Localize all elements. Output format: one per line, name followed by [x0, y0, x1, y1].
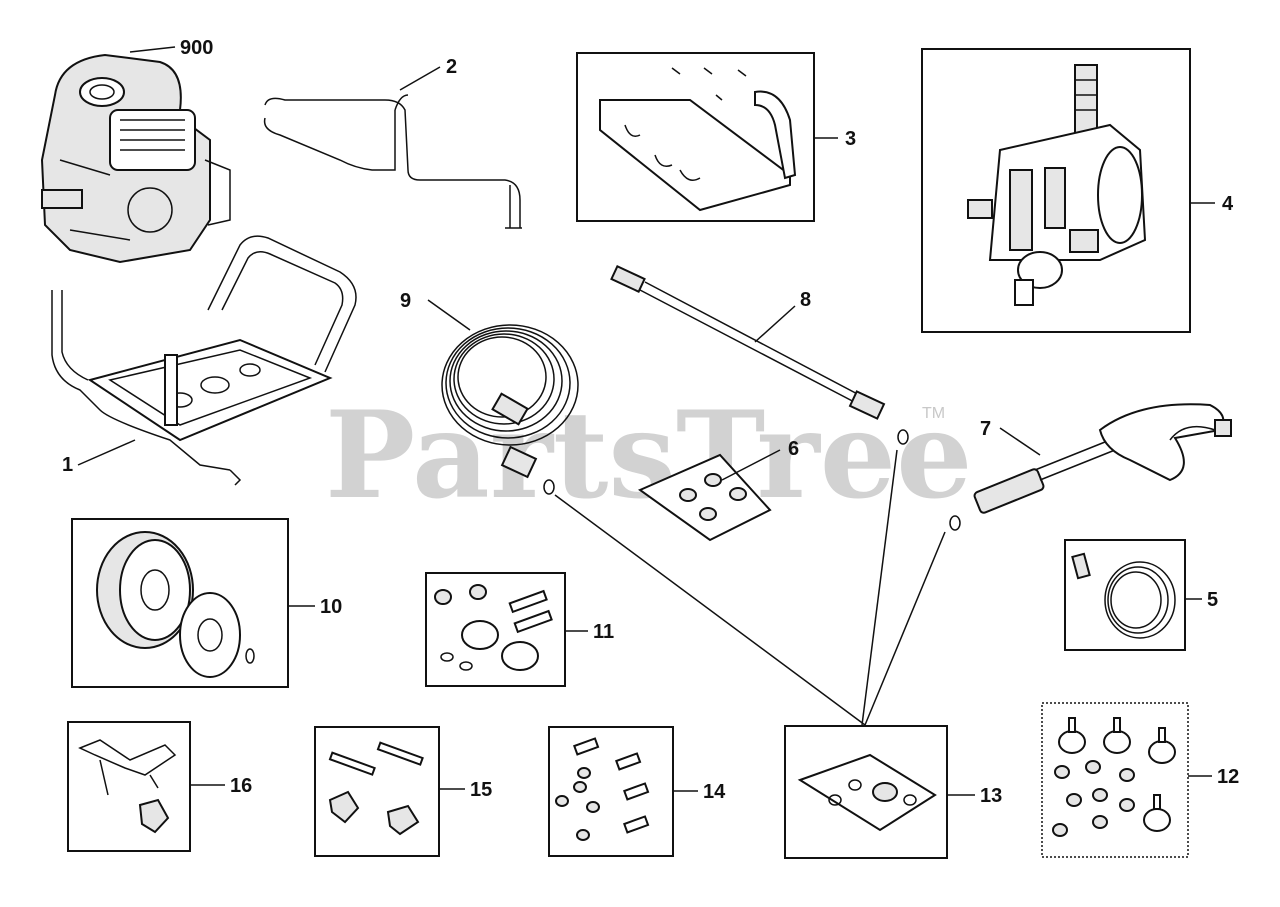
frame-drawing[interactable]	[51, 235, 357, 486]
callout-8: 8	[800, 289, 811, 311]
bolt-kit-14-drawing[interactable]	[555, 737, 650, 841]
part-box-14	[548, 726, 674, 857]
callout-11: 11	[593, 621, 614, 643]
shroud-drawing[interactable]	[599, 67, 797, 212]
callout-4: 4	[1222, 193, 1234, 215]
watermark-trademark: TM	[922, 405, 945, 422]
part-box-16	[67, 721, 191, 852]
callout-2: 2	[446, 56, 457, 78]
engine-mount-kit-drawing[interactable]	[1052, 717, 1176, 837]
part-box-3	[576, 52, 815, 222]
callout-15: 15	[470, 779, 492, 801]
callout-7: 7	[980, 418, 991, 440]
handle-drawing[interactable]	[263, 94, 522, 229]
bolt-kit-15-drawing[interactable]	[328, 741, 424, 836]
callout-900: 900	[180, 37, 213, 59]
callout-13: 13	[980, 785, 1002, 807]
part-box-5	[1064, 539, 1186, 651]
callout-3: 3	[845, 128, 856, 150]
callout-5: 5	[1207, 589, 1218, 611]
part-box-11	[425, 572, 566, 687]
callout-16: 16	[230, 775, 252, 797]
spray-gun-drawing[interactable]	[949, 403, 1232, 531]
callout-1: 1	[62, 454, 73, 476]
wheel-drawing[interactable]	[96, 531, 255, 678]
callout-10: 10	[320, 596, 342, 618]
hose-coil-drawing[interactable]	[1071, 552, 1176, 639]
part-box-4	[921, 48, 1191, 333]
mounts-kit-drawing[interactable]	[434, 584, 553, 671]
nozzle-bag-drawing[interactable]	[637, 453, 772, 542]
wand-drawing[interactable]	[610, 264, 909, 445]
part-box-15	[314, 726, 440, 857]
engine-drawing[interactable]	[40, 53, 231, 264]
callout-14: 14	[703, 781, 726, 803]
callout-9: 9	[400, 290, 411, 312]
o-ring-kit-drawing[interactable]	[797, 753, 937, 832]
part-box-10	[71, 518, 289, 688]
callout-6: 6	[788, 438, 799, 460]
part-box-12	[1041, 702, 1189, 858]
pump-drawing[interactable]	[967, 64, 1147, 306]
part-box-13	[784, 725, 948, 859]
bracket-kit-drawing[interactable]	[78, 739, 177, 834]
callout-12: 12	[1217, 766, 1239, 788]
hose-drawing[interactable]	[441, 324, 579, 495]
